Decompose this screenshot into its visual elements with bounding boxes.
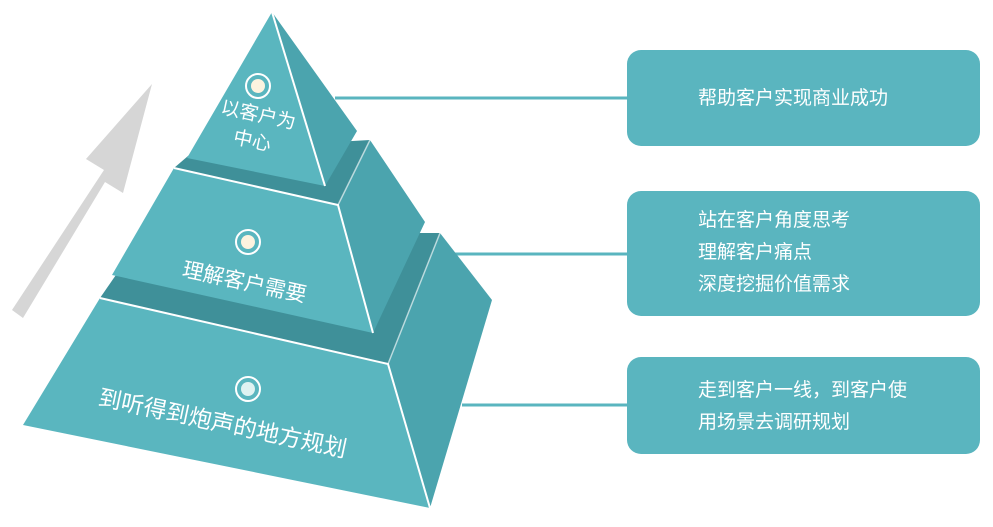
callout-box-middle: 站在客户角度思考 理解客户痛点 深度挖掘价值需求 bbox=[627, 191, 980, 316]
callout-text: 用场景去调研规划 bbox=[698, 411, 851, 433]
upward-arrow-icon bbox=[12, 84, 152, 318]
pyramid-tier-top bbox=[187, 11, 357, 187]
callout-text: 站在客户角度思考 bbox=[698, 209, 851, 231]
callout-text: 深度挖掘价值需求 bbox=[698, 273, 851, 295]
callout-box-top: 帮助客户实现商业成功 bbox=[627, 50, 980, 146]
middle-tier-bullet-icon bbox=[235, 229, 261, 255]
bottom-tier-bullet-icon bbox=[235, 376, 261, 402]
top-tier-bullet-icon bbox=[245, 73, 271, 99]
callout-text: 走到客户一线，到客户使 bbox=[698, 379, 908, 401]
callout-box-bottom: 走到客户一线，到客户使 用场景去调研规划 bbox=[627, 357, 980, 454]
callout-text: 理解客户痛点 bbox=[698, 241, 813, 263]
callout-text: 帮助客户实现商业成功 bbox=[698, 87, 889, 109]
